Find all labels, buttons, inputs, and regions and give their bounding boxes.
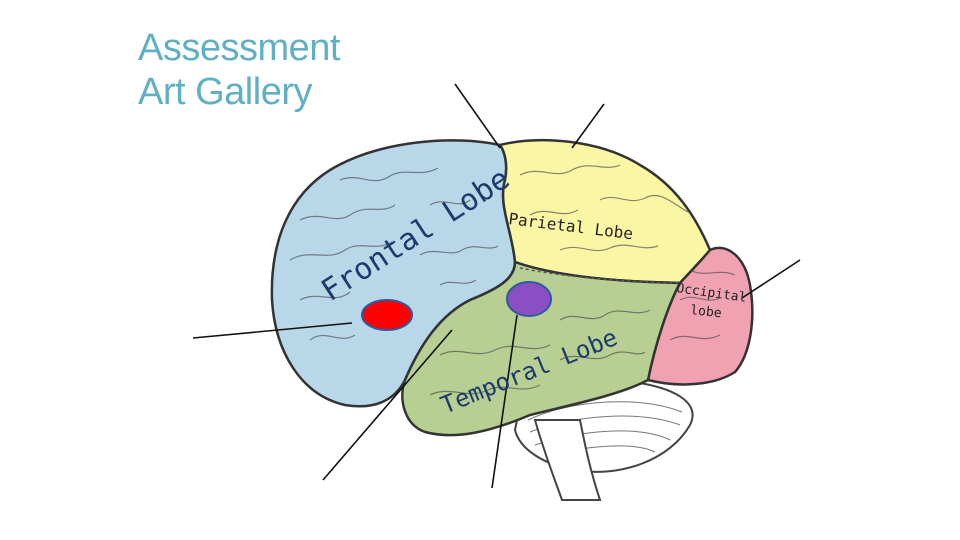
pointer-lines bbox=[192, 83, 801, 489]
pointer-line-right bbox=[741, 259, 801, 299]
pointer-line-bottom-left bbox=[322, 329, 453, 481]
parietal-temporal-boundary bbox=[519, 267, 681, 284]
gyri-texture bbox=[289, 164, 736, 396]
pointer-line-top-left bbox=[454, 83, 501, 149]
purple-marker bbox=[506, 281, 552, 317]
occipital-lobe-label-line-2: lobe bbox=[690, 303, 723, 321]
pointer-line-bottom bbox=[491, 314, 518, 489]
slide-title: Assessment Art Gallery bbox=[138, 26, 340, 114]
title-line-2: Art Gallery bbox=[138, 71, 312, 113]
pointer-line-left bbox=[192, 322, 353, 339]
red-marker bbox=[361, 299, 413, 331]
pointer-line-top-right bbox=[571, 103, 605, 149]
brainstem bbox=[533, 419, 602, 501]
title-line-1: Assessment bbox=[138, 27, 340, 69]
